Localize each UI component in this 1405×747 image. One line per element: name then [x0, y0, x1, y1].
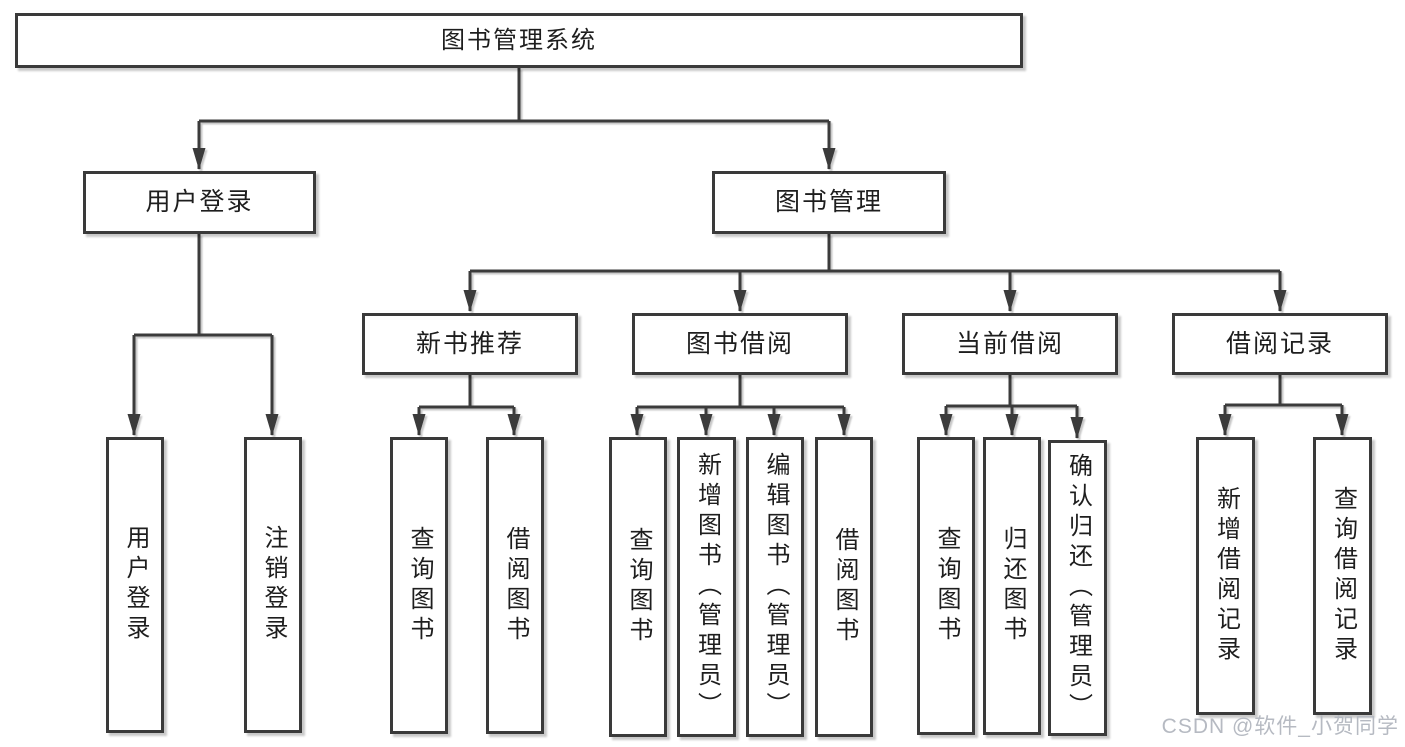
- leaf-query-books-current: 查询图书: [917, 437, 975, 735]
- leaf-add-books-admin-label: 新增图书（管理员）: [693, 452, 721, 722]
- leaf-borrow-books: 借阅图书: [815, 437, 873, 737]
- leaf-query-books-borrowing-label: 查询图书: [625, 527, 652, 647]
- leaf-logout: 注销登录: [244, 437, 302, 733]
- node-current-borrowing-label: 当前借阅: [955, 329, 1064, 358]
- node-user-login-label: 用户登录: [145, 188, 254, 216]
- leaf-return-books: 归还图书: [983, 437, 1041, 735]
- leaf-return-books-label: 归还图书: [999, 526, 1026, 646]
- node-book-management-label: 图书管理: [774, 188, 883, 216]
- node-new-book-recommend: 新书推荐: [362, 313, 578, 375]
- leaf-query-books-recommend-label: 查询图书: [406, 525, 433, 646]
- leaf-query-books-recommend: 查询图书: [390, 437, 448, 734]
- leaf-confirm-return-admin-label: 确认归还（管理员）: [1064, 453, 1092, 723]
- node-book-management: 图书管理: [712, 171, 946, 234]
- leaf-query-books-borrowing: 查询图书: [609, 437, 667, 737]
- leaf-user-login: 用户登录: [106, 437, 164, 733]
- leaf-logout-label: 注销登录: [260, 525, 287, 645]
- leaf-query-books-current-label: 查询图书: [933, 526, 960, 646]
- csdn-watermark: CSDN @软件_小贺同学: [1161, 715, 1399, 738]
- leaf-confirm-return-admin: 确认归还（管理员）: [1048, 440, 1107, 736]
- node-book-borrowing-label: 图书借阅: [685, 329, 794, 358]
- leaf-borrow-books-label: 借阅图书: [831, 527, 858, 647]
- leaf-edit-books-admin: 编辑图书（管理员）: [746, 437, 804, 737]
- leaf-add-borrow-record-label: 新增借阅记录: [1212, 486, 1240, 666]
- leaf-edit-books-admin-label: 编辑图书（管理员）: [762, 452, 789, 722]
- leaf-query-borrow-record-label: 查询借阅记录: [1329, 486, 1357, 666]
- leaf-borrow-books-recommend-label: 借阅图书: [502, 525, 529, 646]
- leaf-borrow-books-recommend: 借阅图书: [486, 437, 544, 734]
- node-user-login: 用户登录: [83, 171, 316, 234]
- node-library-system-label: 图书管理系统: [441, 26, 597, 54]
- node-book-borrowing: 图书借阅: [632, 313, 848, 375]
- node-new-book-recommend-label: 新书推荐: [415, 329, 524, 358]
- leaf-add-borrow-record: 新增借阅记录: [1196, 437, 1255, 715]
- node-borrowing-records-label: 借阅记录: [1225, 329, 1334, 358]
- leaf-user-login-label: 用户登录: [122, 525, 149, 645]
- node-borrowing-records: 借阅记录: [1172, 313, 1388, 375]
- leaf-add-books-admin: 新增图书（管理员）: [677, 437, 736, 737]
- node-library-system: 图书管理系统: [15, 13, 1023, 68]
- leaf-query-borrow-record: 查询借阅记录: [1313, 437, 1372, 715]
- node-current-borrowing: 当前借阅: [902, 313, 1118, 375]
